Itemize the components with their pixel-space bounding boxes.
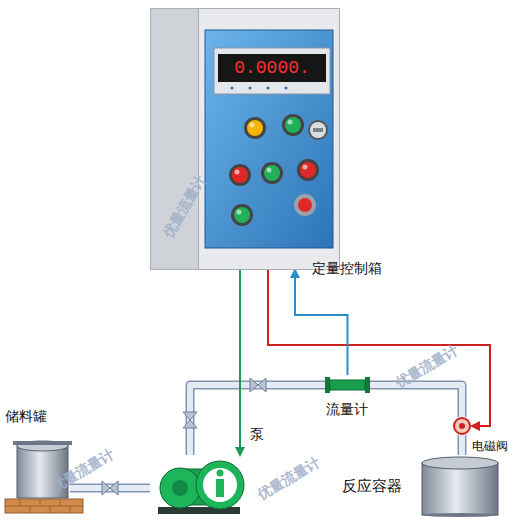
flow-meter: 流量计 [325,375,370,395]
wire-line [239,270,241,455]
brick-base [5,499,83,513]
pump-label: 泵 [250,426,264,444]
pipe-outline [458,435,467,455]
signal-wire [268,270,490,426]
solenoid-valve-shape [452,417,472,435]
pipe-body [459,435,465,455]
solenoid-valve: 电磁阀 [452,417,472,435]
wire-line [295,270,348,375]
signal-wire [240,270,241,455]
flow-meter-shape [325,375,370,395]
pump: 泵 [150,455,245,515]
watermark: 优量流量计 [254,454,324,505]
pipe-outline [370,385,462,417]
reaction-vessel-shape [420,455,500,517]
pipe [190,385,325,455]
flowmeter-label: 流量计 [326,401,368,419]
pipe [370,385,462,417]
pump-shape [150,455,245,515]
vessel-label: 反应容器 [342,477,402,496]
tank-label: 储料罐 [5,408,47,426]
wire-line [268,270,490,426]
display-reading: 0.0000. [220,56,324,80]
box-label: 定量控制箱 [312,260,382,278]
pipe-outline [190,385,325,455]
signal-wire [295,270,348,375]
reaction-vessel: 反应容器 [420,455,500,517]
valve-label: 电磁阀 [472,438,508,455]
pipe-body [190,385,325,455]
pipe-body [370,385,462,417]
pipe [462,435,463,455]
